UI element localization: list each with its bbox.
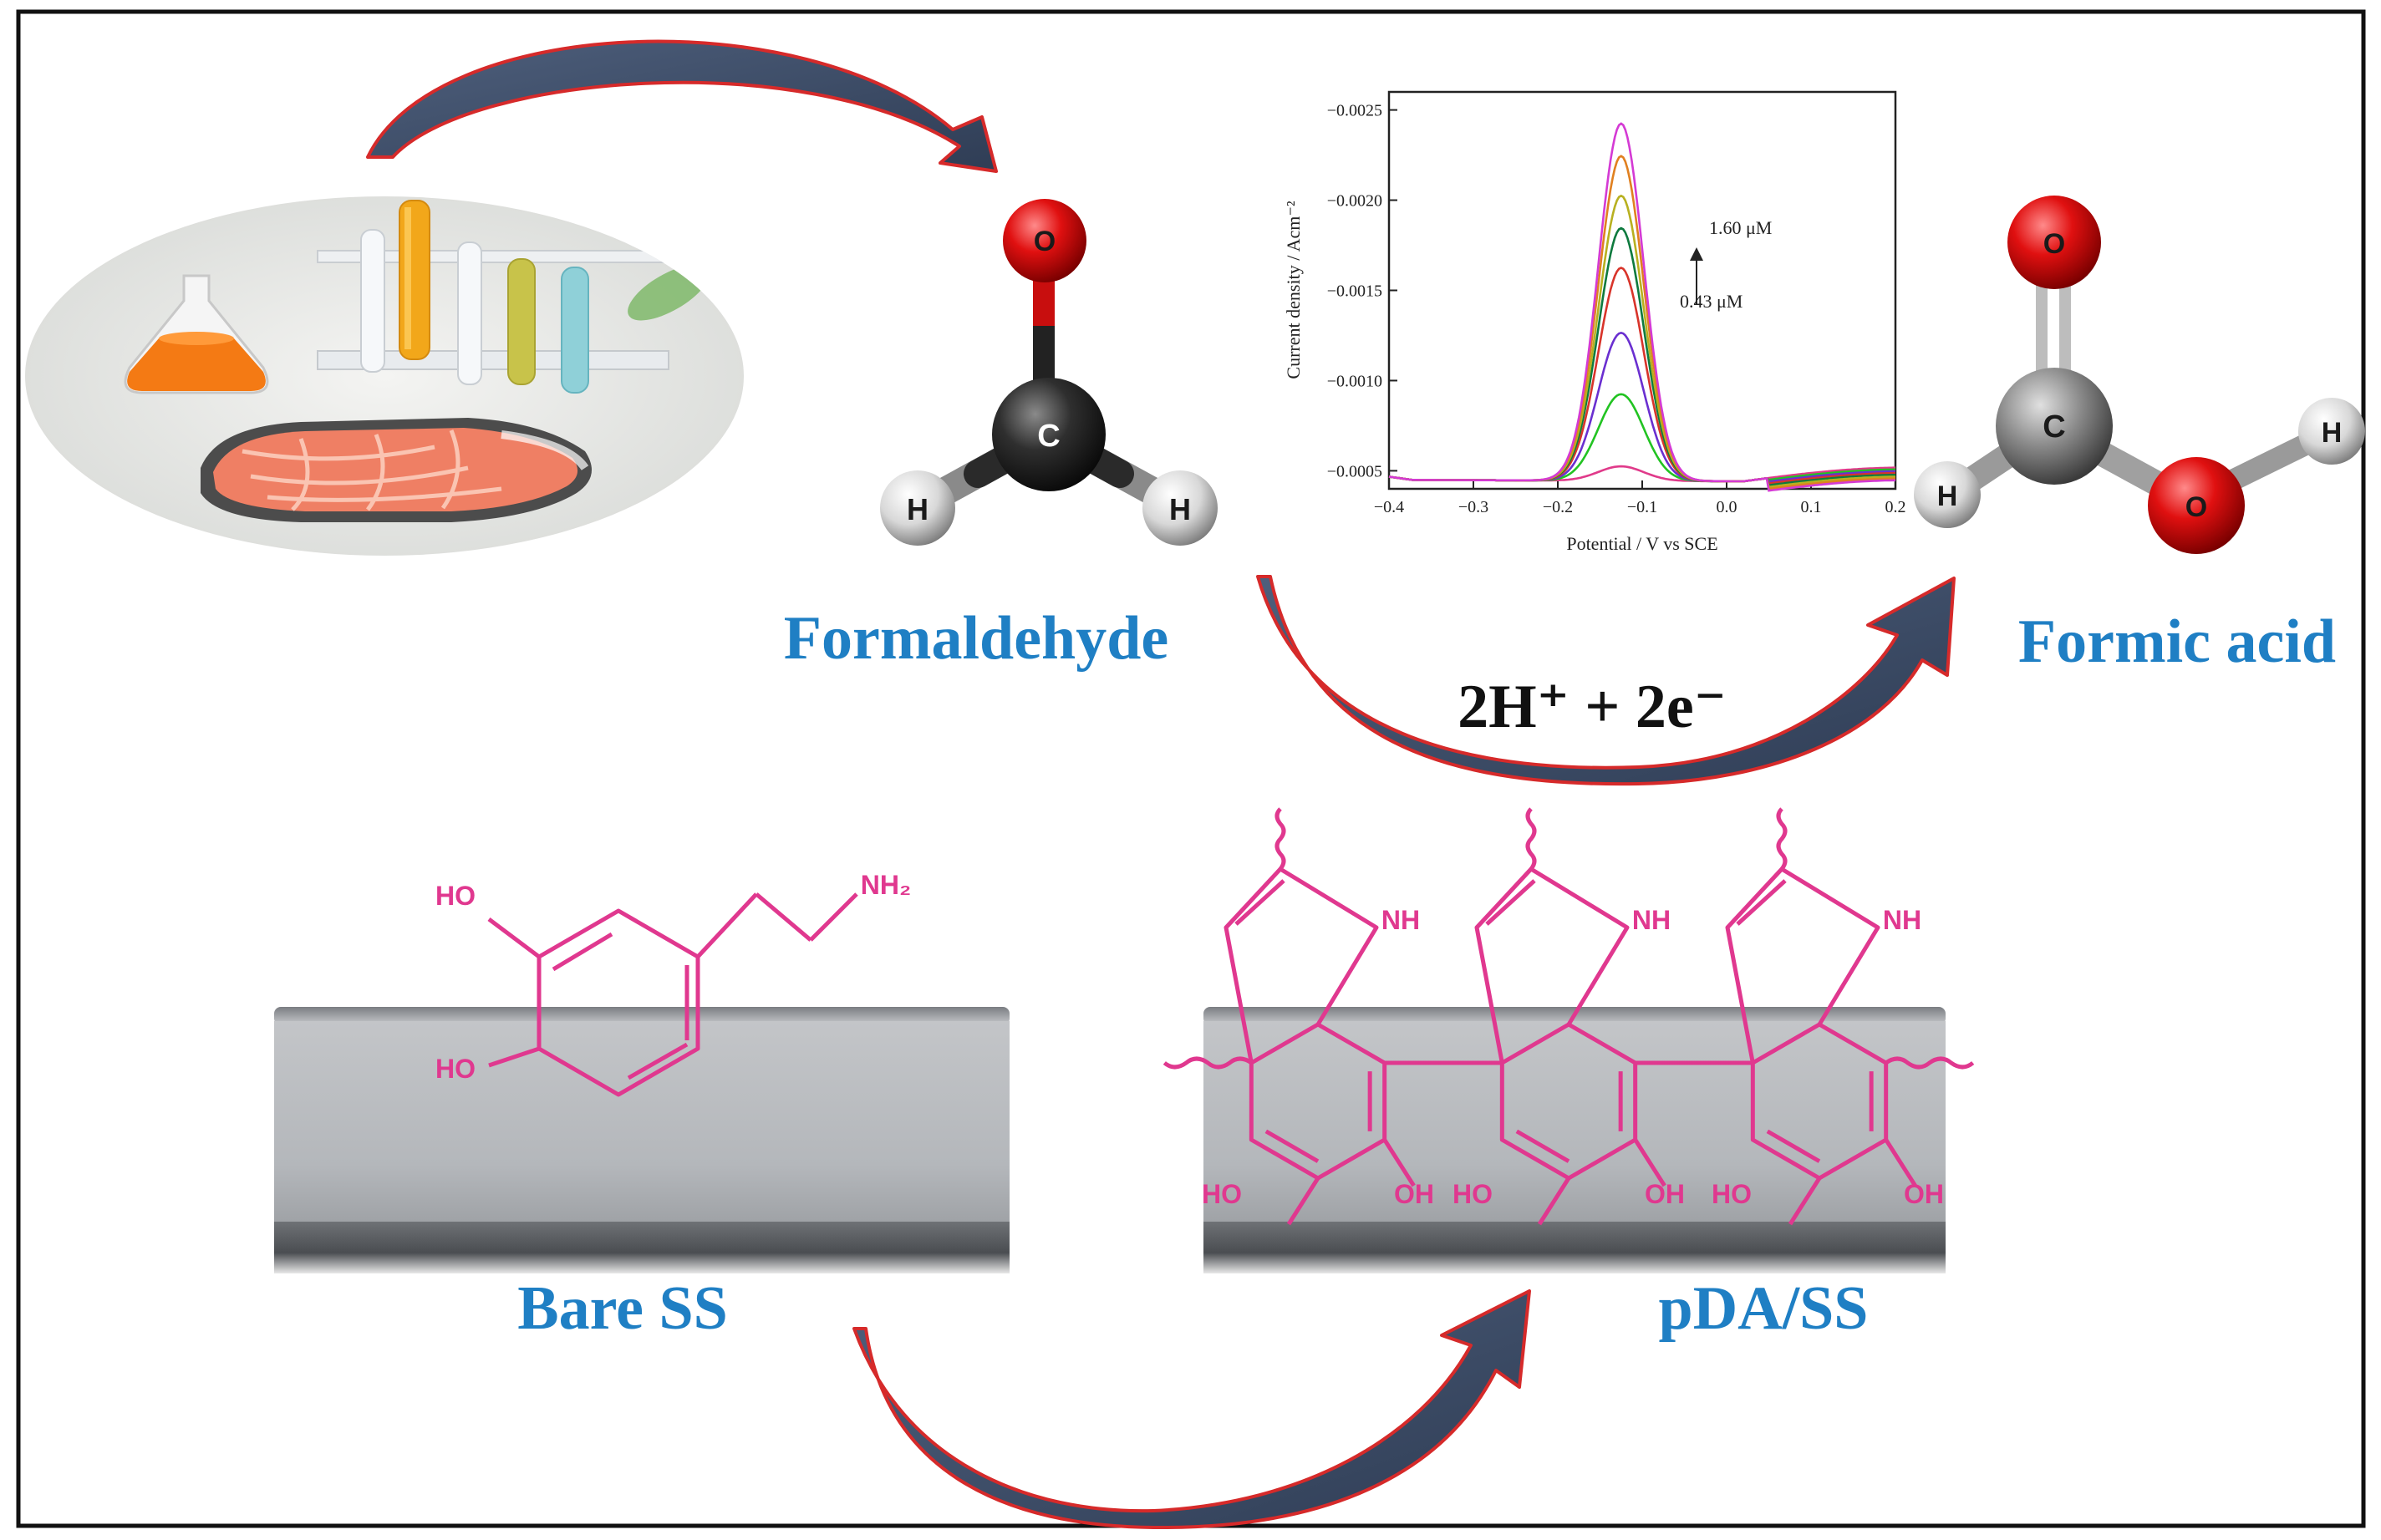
chart-y-tick-label: −0.0025 [1327, 102, 1382, 120]
dpv-chart: −0.0025 −0.0020 −0.0015 −0.0010 −0.0005 −0.4… [1283, 90, 1906, 554]
arrow-oxidation [1256, 575, 1956, 786]
arrow-sample-to-formaldehyde [366, 39, 998, 173]
polydopamine-chain [1163, 807, 1975, 1226]
dopamine-hydroxyl-label: HO [435, 881, 476, 911]
pda-nh-label: NH [1381, 905, 1420, 935]
pda-chain-continuation [1776, 807, 1788, 871]
chart-x-tick-label: 0.2 [1885, 498, 1906, 516]
oxygen-atom [2148, 457, 2245, 554]
chart-x-tick-label: −0.4 [1374, 498, 1404, 516]
polydopamine-labels: NH NH NH HO OH HO OH HO OH [1202, 905, 1944, 1209]
pda-hydroxyl-bond [1788, 1177, 1822, 1226]
atom-label-h: H [1169, 492, 1191, 526]
pda-ss-label: pDA/SS [1659, 1274, 1869, 1343]
hydrogen-atom [1914, 461, 1981, 528]
dopamine-hydroxyl-label: HO [435, 1054, 476, 1084]
hydrogen-atom [1142, 470, 1218, 546]
atom-label-h: H [2322, 417, 2343, 449]
pda-chain-continuation [1274, 807, 1286, 871]
chart-x-tick-label: −0.3 [1458, 498, 1488, 516]
annotation-low-concentration: 0.43 μM [1680, 291, 1743, 312]
food-lab-photo [25, 196, 744, 556]
pda-ss-electrode [1203, 1007, 1946, 1273]
chart-y-tick-label: −0.0015 [1327, 282, 1382, 301]
pda-hydroxyl-bond [1382, 1138, 1416, 1187]
pda-chain-continuation [1163, 1056, 1253, 1070]
formaldehyde-label: Formaldehyde [784, 604, 1168, 673]
chart-x-tick-label: 0.0 [1717, 498, 1737, 516]
bare-ss-electrode [274, 1007, 1010, 1273]
pda-double-bond [1766, 1129, 1821, 1163]
carbon-atom [1996, 368, 2113, 485]
chart-series-line [1388, 122, 1895, 492]
pda-hydroxyl-label: OH [1394, 1179, 1434, 1209]
oxygen-atom [2007, 196, 2101, 289]
reaction-label: 2H⁺ + 2e⁻ [1458, 673, 1727, 741]
chart-x-tick-label: −0.2 [1543, 498, 1573, 516]
carbon-atom [992, 378, 1106, 491]
chart-y-axis-label: Current density / Acm⁻² [1283, 201, 1304, 379]
dopamine-amine-label: NH₂ [861, 870, 911, 900]
pda-chain-continuation [1525, 807, 1537, 871]
hydrogen-atom [2298, 398, 2365, 465]
pda-chain-continuation [1885, 1056, 1975, 1070]
hydrogen-atom [880, 470, 955, 546]
bare-ss-label: Bare SS [517, 1274, 728, 1343]
chart-x-axis-label: Potential / V vs SCE [1566, 533, 1717, 554]
chart-y-tick-label: −0.0010 [1327, 372, 1382, 390]
pda-hydroxyl-label: HO [1712, 1179, 1752, 1209]
atom-label-o: O [1034, 226, 1056, 257]
atom-label-h: H [1937, 480, 1958, 512]
pda-double-bond [1515, 1129, 1570, 1163]
pda-nh-label: NH [1883, 905, 1921, 935]
atom-label-c: C [2043, 409, 2065, 445]
arrow-modification [852, 1289, 1531, 1530]
atom-label-c: C [1037, 419, 1060, 454]
pda-double-bond [1736, 879, 1787, 926]
chart-y-tick-label: −0.0005 [1327, 462, 1382, 480]
oxygen-atom [1003, 199, 1086, 282]
chart-y-tick-label: −0.0020 [1327, 192, 1382, 211]
pda-hydroxyl-bond [1633, 1138, 1666, 1187]
pda-hydroxyl-label: OH [1904, 1179, 1944, 1209]
atom-label-h: H [907, 492, 928, 526]
chart-x-tick-label: −0.1 [1627, 498, 1657, 516]
atom-label-o: O [2043, 228, 2065, 260]
pda-double-bond [1485, 879, 1536, 926]
pda-double-bond [1234, 879, 1285, 926]
pda-hydroxyl-label: HO [1453, 1179, 1493, 1209]
pda-hydroxyl-bond [1286, 1177, 1320, 1226]
pda-hydroxyl-label: OH [1645, 1179, 1685, 1209]
annotation-high-concentration: 1.60 μM [1709, 217, 1772, 238]
atom-label-o: O [2185, 491, 2207, 523]
pda-hydroxyl-bond [1537, 1177, 1571, 1226]
chart-x-tick-label: 0.1 [1801, 498, 1822, 516]
formic-acid-label: Formic acid [2018, 607, 2336, 676]
pda-nh-label: NH [1632, 905, 1671, 935]
formaldehyde-molecule: O C H H [880, 199, 1218, 546]
pda-hydroxyl-label: HO [1202, 1179, 1242, 1209]
dopamine-molecule [487, 892, 858, 1097]
pda-double-bond [1264, 1129, 1320, 1163]
formic-acid-molecule: O C H O H [1914, 196, 2365, 554]
pda-hydroxyl-bond [1884, 1138, 1917, 1187]
concentration-arrowhead [1690, 247, 1703, 261]
